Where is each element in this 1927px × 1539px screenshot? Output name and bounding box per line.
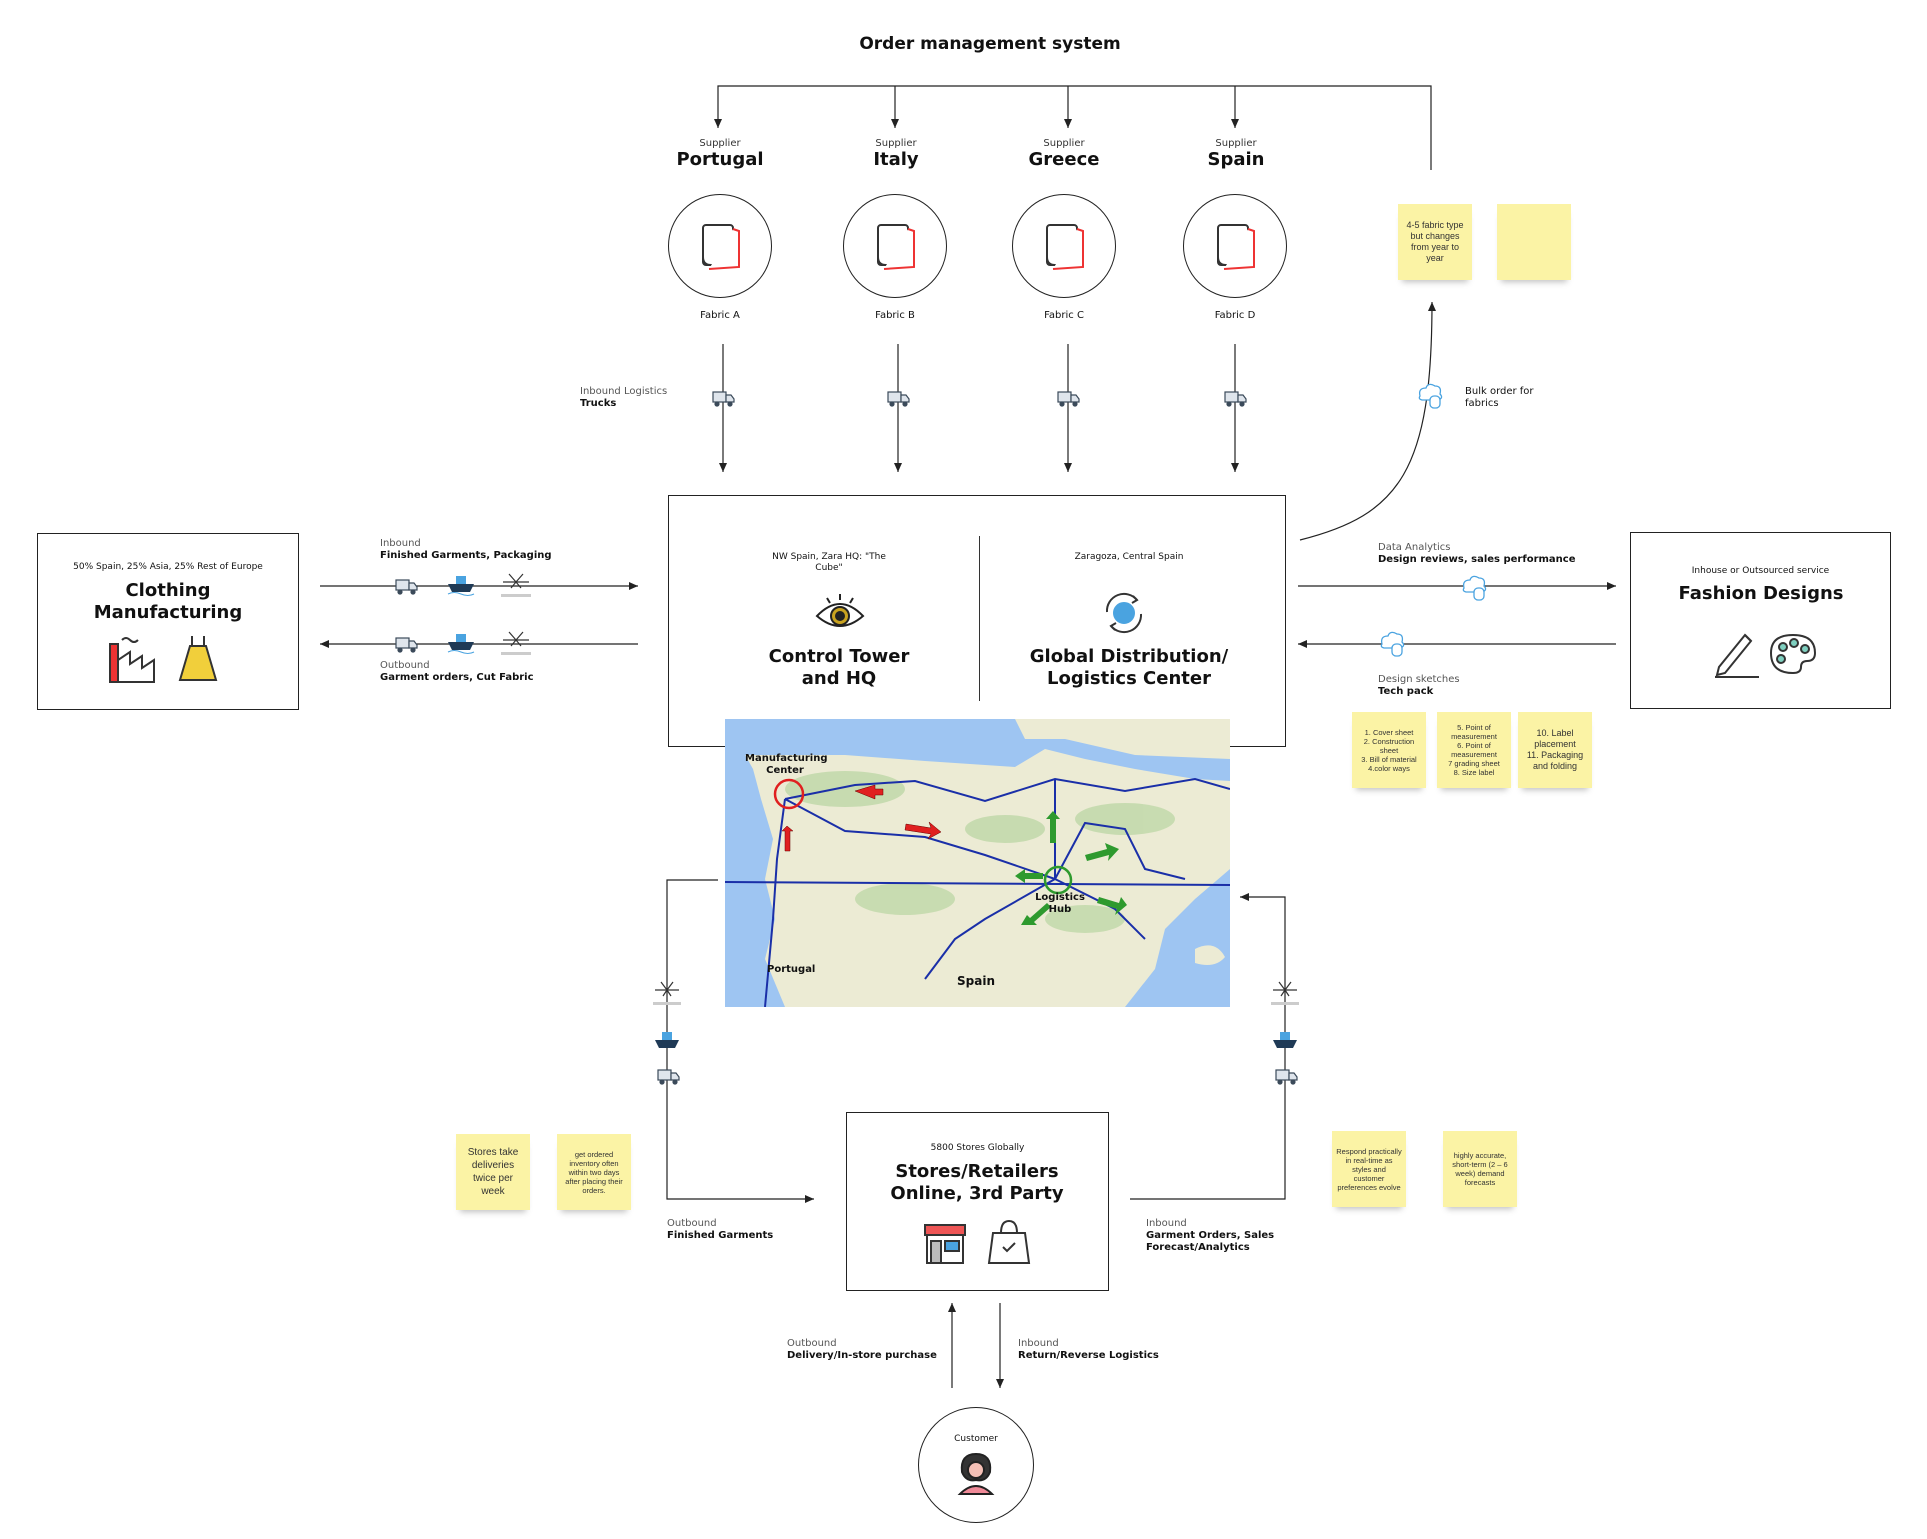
spain-map[interactable]: Manufacturing Center Logistics Hub Portu…: [725, 719, 1230, 1007]
tech-note-1: 1. Cover sheet 2. Construction sheet 3. …: [1352, 712, 1426, 788]
supplier-greece[interactable]: Supplier Greece: [1004, 138, 1124, 170]
fabric-icon: [1046, 224, 1084, 270]
stores-box[interactable]: 5800 Stores Globally Stores/Retailers On…: [846, 1112, 1109, 1291]
empty-sticky: [1497, 204, 1571, 280]
designs-title: Fashion Designs: [1678, 583, 1844, 604]
fabric-a-node[interactable]: [668, 194, 772, 298]
oms-title: Order management system: [859, 34, 1121, 54]
plane-icons: [501, 573, 1299, 1005]
fabric-b-node[interactable]: [843, 194, 947, 298]
hq-divider: [979, 536, 980, 701]
bulk-order-label: Bulk order for fabrics: [1465, 386, 1534, 409]
fabric-c-node[interactable]: [1012, 194, 1116, 298]
supplier-label: Supplier: [699, 138, 741, 149]
eye-icon: [815, 594, 865, 627]
store-note-2: get ordered inventory often within two d…: [557, 1134, 631, 1210]
design-sketches-label: Design sketches Tech pack: [1378, 674, 1460, 697]
customer-label: Customer: [954, 1434, 998, 1444]
customer-avatar-icon: [957, 1452, 995, 1495]
fabric-b-label: Fabric B: [875, 310, 915, 321]
fabric-note-sticky: 4-5 fabric type but changes from year to…: [1398, 204, 1472, 280]
distribution-title: Global Distribution/ Logistics Center: [1029, 646, 1229, 689]
fashion-designs-box[interactable]: Inhouse or Outsourced service Fashion De…: [1630, 532, 1891, 709]
fabric-d-node[interactable]: [1183, 194, 1287, 298]
supplier-country: Portugal: [676, 149, 764, 170]
clothing-manufacturing-box[interactable]: 50% Spain, 25% Asia, 25% Rest of Europe …: [37, 533, 299, 710]
manufacturing-sub: 50% Spain, 25% Asia, 25% Rest of Europe: [73, 562, 263, 572]
fabric-a-label: Fabric A: [700, 310, 740, 321]
distribution-sub: Zaragoza, Central Spain: [1074, 552, 1184, 562]
designs-sub: Inhouse or Outsourced service: [1691, 566, 1830, 576]
customer-outbound-label: Outbound Delivery/In-store purchase: [787, 1338, 937, 1361]
stores-sub: 5800 Stores Globally: [930, 1143, 1025, 1153]
customer-inbound-label: Inbound Return/Reverse Logistics: [1018, 1338, 1159, 1361]
mfg-inbound-label: Inbound Finished Garments, Packaging: [380, 538, 552, 561]
supplier-italy[interactable]: Supplier Italy: [836, 138, 956, 170]
hq-distribution-box[interactable]: NW Spain, Zara HQ: "The Cube" Control To…: [668, 495, 1286, 747]
factory-icon: [109, 637, 155, 683]
supplier-country: Italy: [873, 149, 919, 170]
control-tower-sub: NW Spain, Zara HQ: "The Cube": [772, 552, 886, 573]
supplier-portugal[interactable]: Supplier Portugal: [660, 138, 780, 170]
map-logistics-hub-label: Logistics Hub: [1035, 892, 1085, 915]
ship-icons: [447, 576, 1297, 1048]
palette-icon: [1769, 633, 1817, 675]
data-analytics-label: Data Analytics Design reviews, sales per…: [1378, 542, 1576, 565]
fabric-icon: [1217, 224, 1255, 270]
stores-outbound-label: Outbound Finished Garments: [667, 1218, 774, 1241]
forecast-note-2: highly accurate, short-term (2 – 6 week)…: [1443, 1131, 1517, 1207]
tech-note-3: 10. Label placement 11. Packaging and fo…: [1518, 712, 1592, 788]
cloud-db-icons: [1380, 383, 1487, 657]
map-drawing: [725, 719, 1230, 1007]
control-tower-title: Control Tower and HQ: [768, 646, 910, 689]
map-spain-label: Spain: [957, 974, 995, 988]
fabric-icon: [702, 224, 740, 270]
fabric-c-label: Fabric C: [1044, 310, 1084, 321]
supplier-label: Supplier: [1043, 138, 1085, 149]
map-arrows: [781, 784, 1127, 925]
customer-node[interactable]: Customer: [918, 1407, 1034, 1523]
tech-note-2: 5. Point of measurement 6. Point of meas…: [1437, 712, 1511, 788]
mfg-outbound-label: Outbound Garment orders, Cut Fabric: [380, 660, 534, 683]
map-portugal-label: Portugal: [767, 964, 816, 975]
supplier-label: Supplier: [1215, 138, 1257, 149]
fabric-icon: [877, 224, 915, 270]
forecast-note-1: Respond practically in real-time as styl…: [1332, 1131, 1406, 1207]
stores-inbound-label: Inbound Garment Orders, Sales Forecast/A…: [1146, 1218, 1275, 1253]
storefront-icon: [924, 1224, 966, 1264]
fabric-d-label: Fabric D: [1214, 310, 1256, 321]
supplier-spain[interactable]: Supplier Spain: [1176, 138, 1296, 170]
map-manufacturing-center-label: Manufacturing Center: [745, 753, 828, 776]
supplier-country: Spain: [1207, 149, 1265, 170]
supplier-label: Supplier: [875, 138, 917, 149]
truck-icons: [395, 391, 1298, 1085]
dress-icon: [178, 636, 218, 681]
pencil-icon: [1715, 633, 1759, 678]
inbound-logistics-label: Inbound Logistics Trucks: [580, 386, 668, 409]
supplier-country: Greece: [1028, 149, 1100, 170]
manufacturing-title: Clothing Manufacturing: [93, 580, 243, 623]
stores-title: Stores/Retailers Online, 3rd Party: [890, 1161, 1064, 1204]
store-note-1: Stores take deliveries twice per week: [456, 1134, 530, 1210]
globe-sync-icon: [1105, 592, 1143, 634]
shopping-bag-icon: [987, 1219, 1031, 1264]
